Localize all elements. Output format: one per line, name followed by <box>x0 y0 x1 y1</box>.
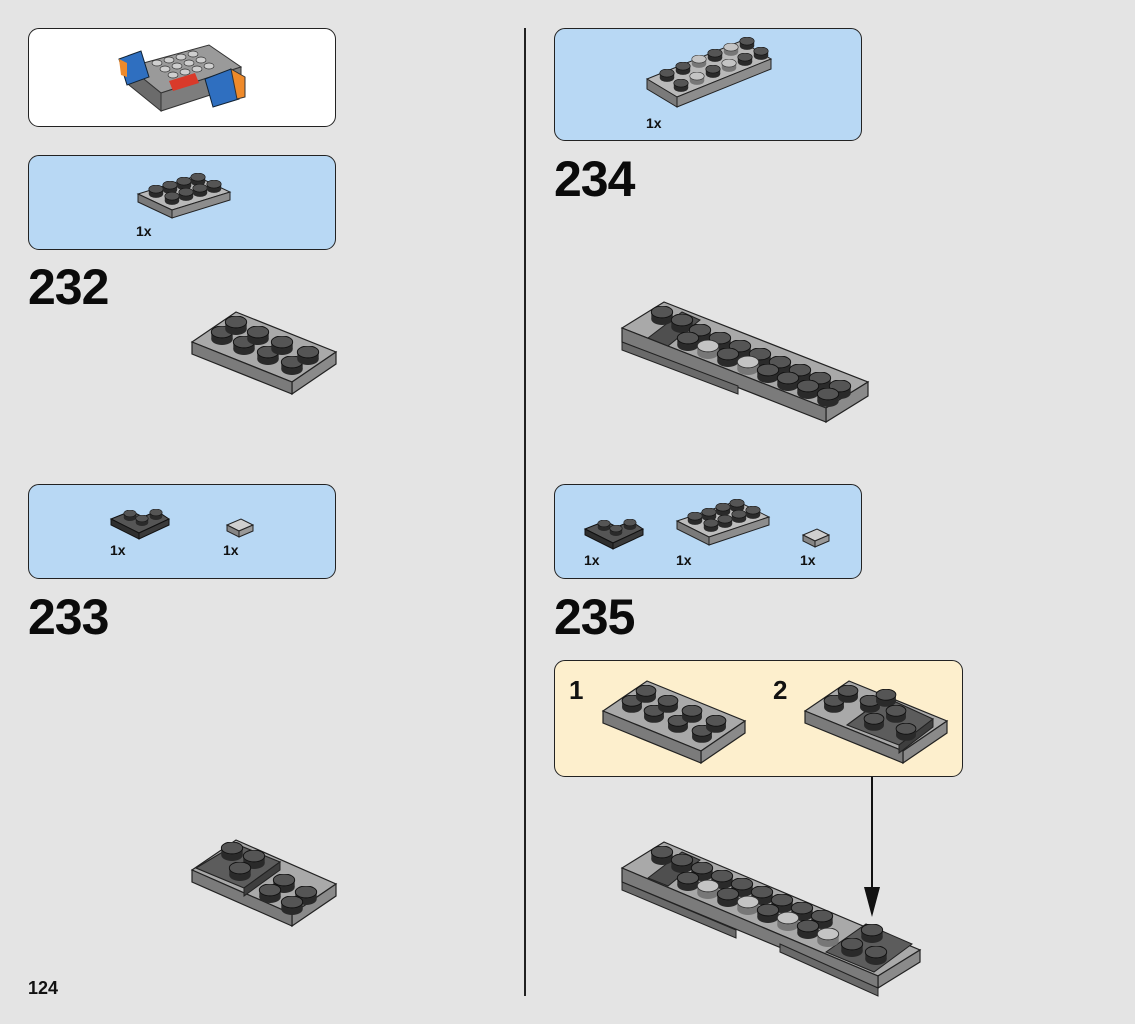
corner-plate-build-image <box>190 839 338 928</box>
corner-plate-dark-gray-icon <box>583 519 645 550</box>
part-quantity: 1x <box>136 223 152 239</box>
plate-2x4-light-gray-icon <box>136 173 232 219</box>
plate-2x6-light-gray-icon <box>645 37 773 108</box>
part-quantity: 1x <box>800 552 816 568</box>
part-quantity: 1x <box>584 552 600 568</box>
corner-plate-dark-gray-icon <box>109 509 171 540</box>
parts-list-step-235: 1x 1x 1x <box>554 484 862 579</box>
substep-number-2: 2 <box>773 675 788 705</box>
tile-1x1-light-gray-icon <box>225 518 255 538</box>
substep-number-1: 1 <box>569 675 584 705</box>
parts-list-step-234: 1x <box>554 28 862 141</box>
placement-arrow <box>864 777 880 917</box>
parts-list-step-233: 1x 1x <box>28 484 336 579</box>
long-plate-with-subassembly-image <box>620 841 922 997</box>
part-quantity: 1x <box>646 115 662 131</box>
plate-2x4-build-image <box>190 311 338 396</box>
tile-1x1-light-gray-icon <box>801 528 831 548</box>
sub-assembly-callout: 1 2 <box>554 660 963 777</box>
parts-list-step-232: 1x <box>28 155 336 250</box>
substep-1-image <box>601 680 747 765</box>
long-plate-build-image <box>620 301 870 424</box>
step-number-233: 233 <box>28 589 109 645</box>
step-number-234: 234 <box>554 151 635 207</box>
overview-callout <box>28 28 336 127</box>
plate-2x4-light-gray-icon <box>675 499 771 546</box>
part-quantity: 1x <box>676 552 692 568</box>
page-number: 124 <box>28 978 59 998</box>
part-quantity: 1x <box>110 542 126 558</box>
substep-2-image <box>803 680 949 765</box>
step-number-232: 232 <box>28 259 109 315</box>
step-number-235: 235 <box>554 589 635 645</box>
car-assembly-icon <box>118 44 246 113</box>
column-divider <box>524 28 526 996</box>
part-quantity: 1x <box>223 542 239 558</box>
